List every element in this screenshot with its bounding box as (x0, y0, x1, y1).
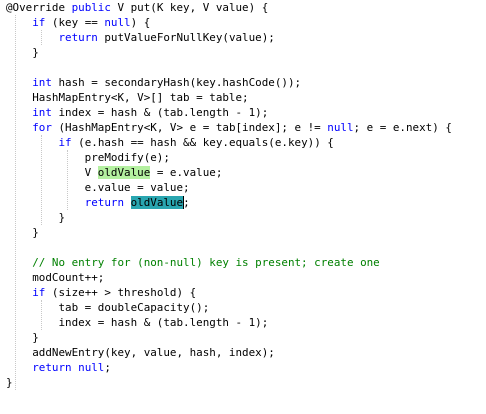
code-line[interactable]: int index = hash & (tab.length - 1); (6, 105, 268, 120)
code-line[interactable]: } (6, 225, 39, 240)
highlighted-occurrence: oldValue (97, 166, 151, 179)
code-token: } (6, 331, 39, 344)
keyword-token: null (327, 121, 354, 134)
code-token: = e.value; (150, 166, 223, 179)
code-token (6, 16, 32, 29)
code-token (6, 361, 32, 374)
text-caret (183, 196, 184, 209)
code-line[interactable]: addNewEntry(key, value, hash, index); (6, 345, 275, 360)
code-token (6, 286, 32, 299)
code-token: (size++ > threshold) { (45, 286, 197, 299)
comment-token: // No entry for (non-null) key is presen… (6, 256, 380, 269)
code-token: ) { (130, 16, 151, 29)
code-token: tab = doubleCapacity(); (6, 301, 210, 314)
code-line[interactable]: preModify(e); (6, 150, 170, 165)
code-line[interactable]: if (e.hash == hash && key.equals(e.key))… (6, 135, 334, 150)
code-token (6, 121, 32, 134)
code-token: } (6, 46, 39, 59)
keyword-token: null (104, 16, 131, 29)
code-token: ; e = e.next) { (353, 121, 452, 134)
code-token (124, 196, 131, 209)
code-token: } (6, 211, 66, 224)
code-line[interactable]: } (6, 45, 39, 60)
code-line[interactable]: return oldValue; (6, 195, 190, 210)
code-token: putValueForNullKey(value); (97, 31, 275, 44)
code-token: (e.hash == hash && key.equals(e.key)) { (71, 136, 334, 149)
code-line[interactable]: return null; (6, 360, 111, 375)
keyword-token: for (32, 121, 52, 134)
code-token: ; (104, 361, 111, 374)
code-token: ; (183, 196, 190, 209)
keyword-token: int (32, 106, 52, 119)
keyword-token: return (58, 31, 98, 44)
code-line[interactable]: if (key == null) { (6, 15, 150, 30)
keyword-token: public (71, 1, 111, 14)
code-line[interactable]: for (HashMapEntry<K, V> e = tab[index]; … (6, 120, 452, 135)
code-token: HashMapEntry<K, V>[] tab = table; (6, 91, 249, 104)
code-token (6, 106, 32, 119)
keyword-token: int (32, 76, 52, 89)
indent-guide (14, 15, 16, 390)
code-line[interactable]: } (6, 210, 65, 225)
code-line[interactable]: } (6, 375, 13, 390)
indent-guide (40, 30, 42, 45)
code-line[interactable]: } (6, 330, 39, 345)
code-token (6, 76, 32, 89)
code-token: } (6, 376, 13, 389)
code-line[interactable]: // No entry for (non-null) key is presen… (6, 255, 380, 270)
keyword-token: return (84, 196, 125, 209)
keyword-token: if (32, 286, 46, 299)
code-line[interactable]: modCount++; (6, 270, 104, 285)
code-token (6, 136, 58, 149)
selected-occurrence: oldValue (130, 196, 184, 209)
code-line[interactable]: V oldValue = e.value; (6, 165, 222, 180)
indent-guide (67, 150, 69, 210)
code-line[interactable]: tab = doubleCapacity(); (6, 300, 209, 315)
code-line[interactable]: return putValueForNullKey(value); (6, 30, 275, 45)
code-token: modCount++; (6, 271, 105, 284)
keyword-token: return (32, 361, 72, 374)
code-token: } (6, 226, 39, 239)
code-token: addNewEntry(key, value, hash, index); (6, 346, 275, 359)
indent-guide (40, 135, 42, 225)
code-token: (HashMapEntry<K, V> e = tab[index]; e != (51, 121, 328, 134)
code-token (6, 196, 85, 209)
keyword-token: null (78, 361, 105, 374)
indent-guide (40, 300, 42, 330)
code-token: preModify(e); (6, 151, 170, 164)
code-token: hash = secondaryHash(key.hashCode()); (51, 76, 302, 89)
code-token: V (6, 166, 98, 179)
code-line[interactable]: int hash = secondaryHash(key.hashCode())… (6, 75, 301, 90)
code-token: (key == (45, 16, 105, 29)
code-token (6, 31, 58, 44)
code-line[interactable]: @Override public V put(K key, V value) { (6, 0, 268, 15)
keyword-token: if (32, 16, 46, 29)
keyword-token: if (58, 136, 72, 149)
code-line[interactable]: HashMapEntry<K, V>[] tab = table; (6, 90, 249, 105)
code-token: V put(K key, V value) { (110, 1, 269, 14)
code-line[interactable]: if (size++ > threshold) { (6, 285, 196, 300)
code-token: index = hash & (tab.length - 1); (6, 316, 269, 329)
code-token: index = hash & (tab.length - 1); (51, 106, 269, 119)
code-token: @Override (6, 1, 72, 14)
code-line[interactable]: e.value = value; (6, 180, 190, 195)
code-token: e.value = value; (6, 181, 190, 194)
code-line[interactable]: index = hash & (tab.length - 1); (6, 315, 268, 330)
